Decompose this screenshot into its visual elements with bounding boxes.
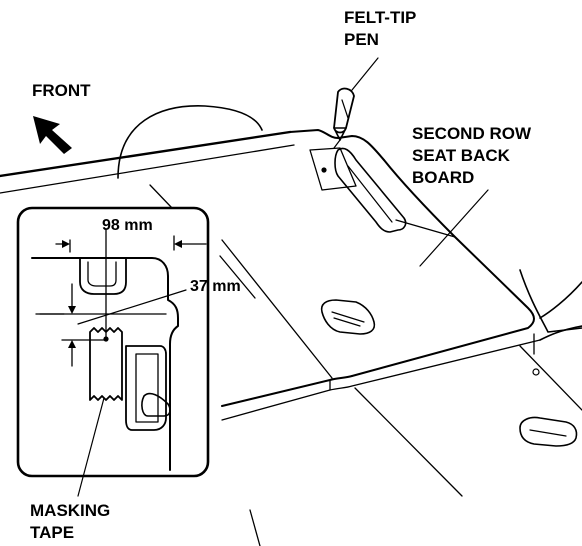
board-label-line1: SECOND ROW [412, 124, 532, 143]
inset-detail [16, 206, 210, 497]
dimension-37mm: 37 mm [190, 278, 241, 295]
felt-tip-pen-icon [333, 57, 379, 149]
board-label-line2: SEAT BACK [412, 146, 511, 165]
masking-tape-label-line1: MASKING [30, 501, 110, 520]
felt-tip-pen-label-line2: PEN [344, 30, 379, 49]
board-label-line3: BOARD [412, 168, 474, 187]
dimension-98mm: 98 mm [102, 217, 153, 234]
masking-tape-icon [89, 327, 123, 401]
masking-tape-label-line2: TAPE [30, 523, 74, 542]
felt-tip-pen-label-line1: FELT-TIP [344, 8, 416, 27]
floor-illustration [0, 105, 582, 546]
front-arrow-icon [33, 116, 72, 154]
front-label: FRONT [32, 81, 91, 100]
